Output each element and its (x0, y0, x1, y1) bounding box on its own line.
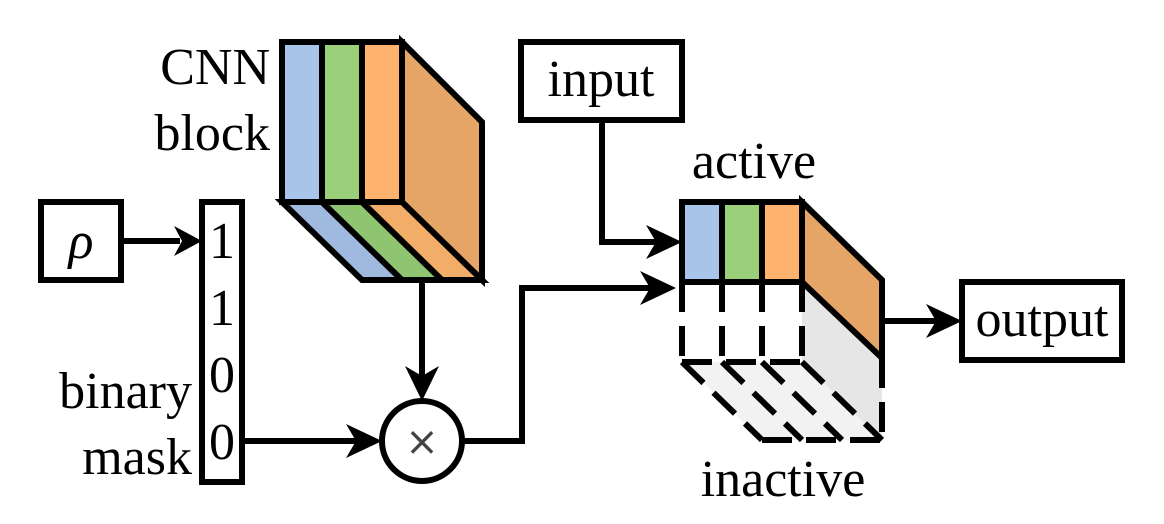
binary-mask-box (199, 199, 245, 485)
input-label: input (548, 51, 655, 108)
rho-box (38, 199, 124, 283)
mask-value-2: 0 (209, 347, 235, 404)
active-channel-orange (759, 199, 805, 285)
output-box (959, 279, 1125, 363)
inactive-bottom-edge-2 (759, 359, 845, 443)
cnn-block (274, 34, 490, 288)
input-to-block-arrowhead (646, 225, 682, 259)
cnn-channel-green (319, 39, 365, 205)
multiply-icon: × (405, 419, 439, 465)
inactive-side-face (802, 282, 882, 440)
inactive-bottom-face (682, 362, 882, 440)
output-block (679, 194, 885, 443)
rho-label: ρ (67, 213, 94, 270)
multiply-to-block-arrowhead (640, 271, 676, 305)
active-channel-green (719, 199, 765, 285)
multiply-to-block-line (462, 285, 650, 444)
block-to-output-arrowhead (926, 304, 962, 338)
binary-mask-label-line2: mask (82, 429, 192, 486)
inactive-bottom-edge-3 (799, 359, 885, 443)
cnn-channel-blue (279, 39, 325, 205)
cnn-to-multiply-arrowhead (405, 366, 439, 401)
cnn-label-line2: block (154, 105, 270, 162)
cnn-label-line1: CNN (160, 39, 270, 96)
mask-value-3: 0 (209, 414, 235, 471)
binary-mask-label-line1: binary (59, 363, 192, 420)
inactive-label: inactive (701, 451, 866, 508)
output-label: output (976, 291, 1109, 348)
inactive-bottom-edge-0 (679, 359, 765, 443)
mask-to-multiply-arrowhead (346, 424, 382, 458)
active-channel-blue (679, 199, 725, 285)
mask-value-0: 1 (209, 213, 235, 270)
input-to-block-line (599, 120, 660, 245)
active-label: active (692, 133, 816, 190)
cnn-channel-orange (359, 39, 405, 205)
mask-value-1: 1 (209, 280, 235, 337)
input-box (518, 39, 685, 123)
inactive-bottom-edge-1 (719, 359, 805, 443)
rho-to-mask-arrowhead (174, 226, 202, 256)
